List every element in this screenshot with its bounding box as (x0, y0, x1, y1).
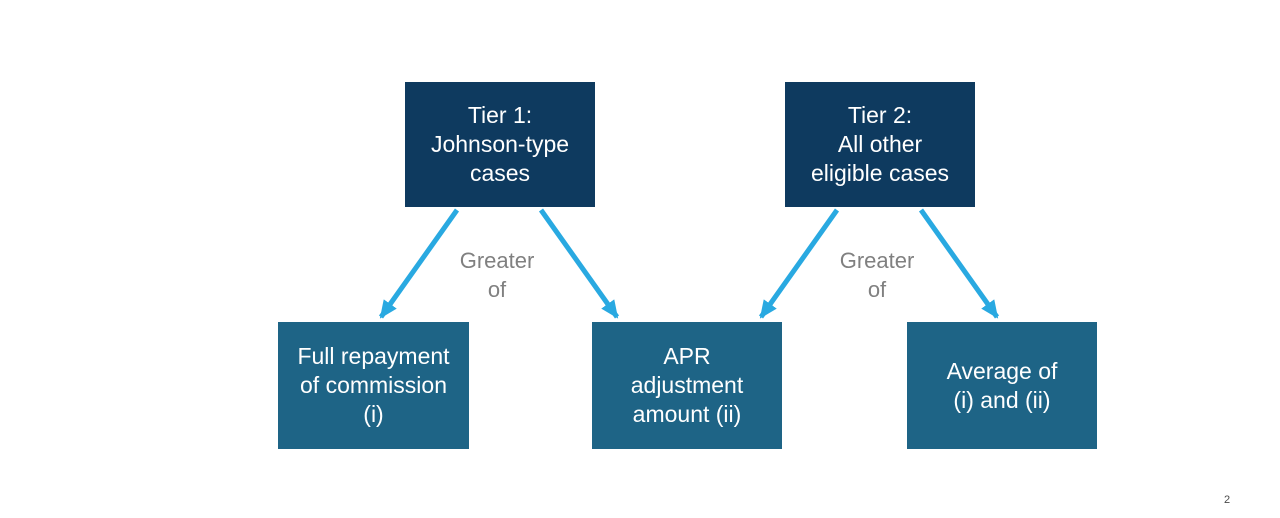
box-apr-adjustment: APR adjustment amount (ii) (592, 322, 782, 449)
box-average-label: Average of (i) and (ii) (946, 357, 1058, 413)
greater-of-label-left: Greater of (459, 248, 535, 302)
box-tier2: Tier 2: All other eligible cases (785, 82, 975, 207)
page-number: 2 (1223, 494, 1231, 506)
box-apr-adjustment-label: APR adjustment amount (ii) (630, 343, 744, 427)
box-average: Average of (i) and (ii) (907, 322, 1097, 449)
box-full-repayment: Full repayment of commission (i) (278, 322, 469, 449)
box-tier1-label: Tier 1: Johnson-type cases (430, 102, 570, 186)
box-tier1: Tier 1: Johnson-type cases (405, 82, 595, 207)
box-full-repayment-label: Full repayment of commission (i) (297, 343, 450, 427)
box-tier2-label: Tier 2: All other eligible cases (810, 102, 950, 186)
greater-of-label-right: Greater of (839, 248, 915, 302)
